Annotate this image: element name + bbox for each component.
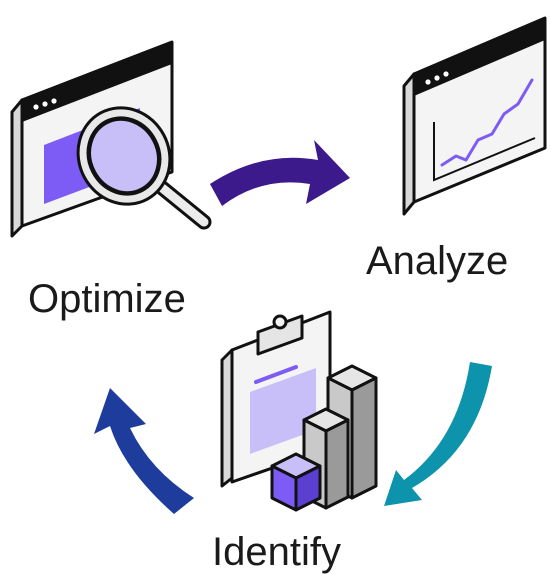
step-label-identify: Identify (212, 530, 341, 574)
step-label-optimize: Optimize (28, 277, 186, 321)
browser-line-chart-icon (402, 16, 547, 216)
step-label-analyze: Analyze (366, 239, 509, 283)
clipboard-bar-chart-icon (220, 310, 378, 512)
arrow-analyze-to-identify (384, 362, 492, 506)
browser-magnifier-icon (10, 40, 212, 238)
arrow-optimize-to-analyze (210, 140, 350, 206)
arrow-identify-to-optimize (94, 388, 194, 514)
